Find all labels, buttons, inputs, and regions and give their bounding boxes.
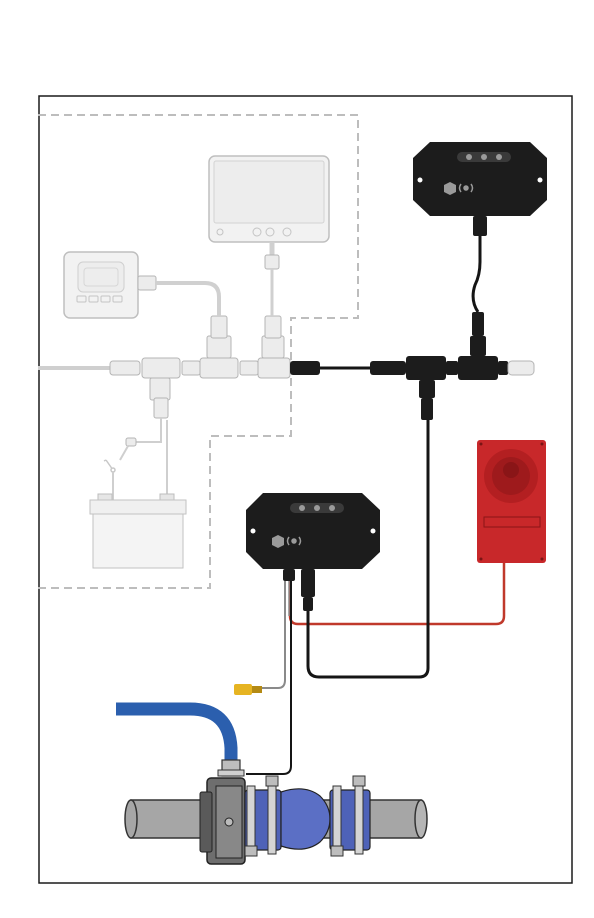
chartplotter-display bbox=[209, 156, 329, 242]
hose-clamp bbox=[268, 786, 276, 854]
sensor-module bbox=[246, 493, 380, 569]
sensor-yellow-connector bbox=[234, 684, 252, 695]
battery bbox=[90, 494, 186, 568]
alarm-siren bbox=[477, 440, 546, 563]
terminator bbox=[508, 361, 534, 375]
gauge-display bbox=[64, 252, 138, 318]
hose-clamp bbox=[247, 786, 255, 854]
hose-clamp bbox=[355, 786, 363, 854]
hose-clamp bbox=[333, 786, 341, 854]
fuse-holder bbox=[126, 438, 136, 446]
gateway-module bbox=[413, 142, 547, 216]
